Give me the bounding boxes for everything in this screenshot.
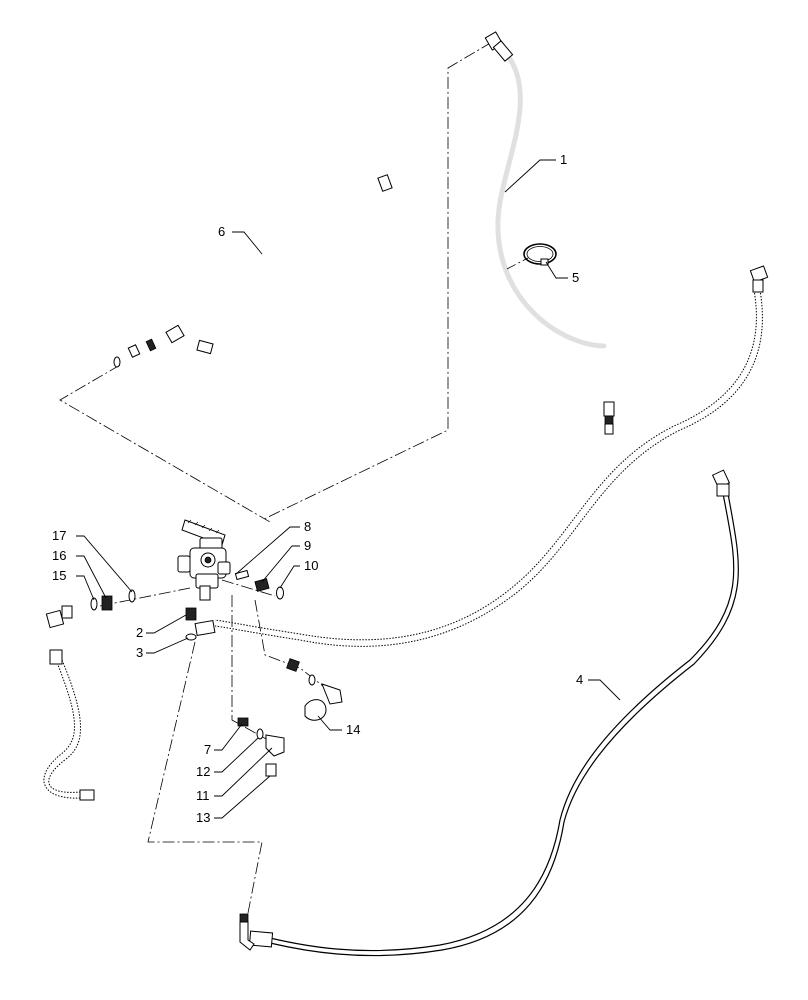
callout-16: 16	[52, 548, 66, 563]
leader-lines	[76, 159, 621, 819]
callout-2: 2	[136, 625, 143, 640]
fitting-13	[265, 763, 277, 777]
callout-labels: 1 2 3 4 5 6 7 8 9 10 11 12 13 14 15 16 1…	[52, 152, 583, 825]
oring-17	[128, 589, 136, 603]
hose-braided-left-end-fitting	[79, 789, 95, 801]
callout-10: 10	[304, 558, 318, 573]
callout-1: 1	[560, 152, 567, 167]
hose-6	[113, 174, 393, 368]
oring-15	[90, 597, 98, 611]
hose-braided-long	[194, 265, 769, 647]
hose-braided-long-end-fitting	[194, 619, 216, 637]
elbow-11	[265, 734, 285, 757]
callout-17: 17	[52, 528, 66, 543]
hose-1	[484, 31, 615, 435]
callout-4: 4	[576, 672, 583, 687]
chain-line-clamp-5	[504, 257, 529, 271]
fitting-9	[254, 578, 270, 592]
callout-3: 3	[136, 645, 143, 660]
hose-braided-left	[43, 605, 95, 801]
hose-4-end-fitting	[248, 930, 274, 948]
hose-braided-left-top-fitting	[45, 609, 65, 629]
callout-6: 6	[218, 224, 225, 239]
fitting-8	[234, 569, 250, 581]
chain-line-fitting-14	[254, 599, 329, 691]
chain-line-hose-6	[59, 364, 271, 523]
callout-9: 9	[304, 538, 311, 553]
callout-11: 11	[196, 788, 210, 803]
fitting-2	[185, 607, 197, 621]
chain-line-hose-1	[261, 41, 493, 521]
clamp-5	[523, 243, 557, 266]
callout-12: 12	[196, 764, 210, 779]
chain-line-port-left	[99, 587, 191, 607]
oring-3	[185, 633, 197, 641]
callout-14: 14	[346, 722, 360, 737]
fittings	[90, 569, 343, 777]
fitting-7	[237, 717, 249, 727]
callout-13: 13	[196, 810, 210, 825]
callout-15: 15	[52, 568, 66, 583]
clamp-14	[304, 699, 327, 721]
chain-line-port-right	[221, 579, 276, 597]
hose-1-bottom-fitting	[603, 401, 615, 417]
hose-6-end-fitting	[196, 339, 214, 355]
hose-6-top-fitting	[377, 174, 393, 192]
chain-line-lower-down	[231, 595, 269, 741]
fitting-16	[101, 595, 113, 611]
oring-10	[276, 586, 284, 600]
callout-8: 8	[304, 519, 311, 534]
brake-valve-assembly	[177, 519, 231, 601]
oring-12	[256, 728, 264, 740]
hose-4	[239, 469, 739, 957]
callout-5: 5	[572, 270, 579, 285]
chain-line-hose-4	[147, 641, 263, 919]
assembly-lines	[59, 41, 529, 919]
callout-7: 7	[204, 742, 211, 757]
